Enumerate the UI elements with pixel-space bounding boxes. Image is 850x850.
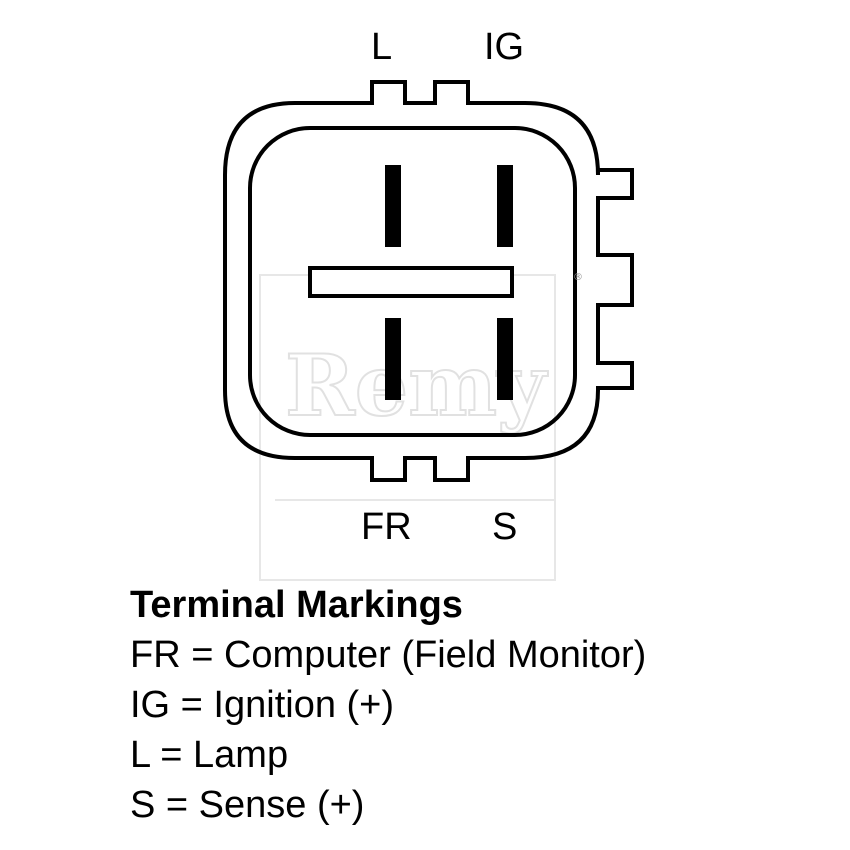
- key-bar: [308, 266, 514, 298]
- legend-item-fr: FR = Computer (Field Monitor): [130, 634, 647, 676]
- pin-ig: [497, 165, 513, 247]
- connector-housing-inner: [248, 126, 577, 437]
- connector-drawing: Remy ®: [223, 80, 634, 581]
- pin-s: [497, 318, 513, 400]
- terminal-legend: Terminal Markings FR = Computer (Field M…: [130, 580, 646, 830]
- pin-fr: [385, 318, 401, 400]
- legend-item-l: L = Lamp: [130, 734, 289, 776]
- connector-diagram: Remy ® L IG FR S: [223, 26, 634, 581]
- legend-item-ig: IG = Ignition (+): [130, 684, 395, 726]
- terminal-label-ig: IG: [484, 26, 525, 68]
- terminal-label-fr: FR: [361, 506, 412, 548]
- registered-mark-icon: ®: [573, 272, 583, 283]
- pin-l: [385, 165, 401, 247]
- legend-item-s: S = Sense (+): [130, 784, 365, 826]
- connector-housing-outer: [223, 80, 634, 482]
- terminal-label-l: L: [371, 26, 393, 68]
- legend-title: Terminal Markings: [130, 584, 463, 626]
- terminal-label-s: S: [492, 506, 518, 548]
